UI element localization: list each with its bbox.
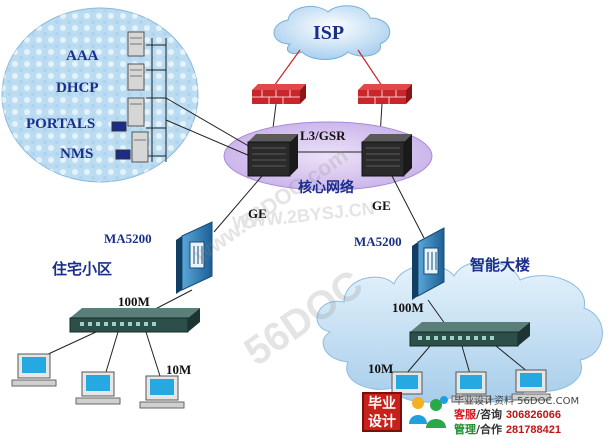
label-nms: NMS [60, 146, 93, 162]
label-ma5200-left: MA5200 [104, 231, 152, 246]
footer-badge: 毕业 设计 毕业设计资料 56DOC.COM 客服/咨询 306826066 管… [362, 392, 606, 436]
server-nms-icon [115, 131, 149, 163]
guanli-number: 281788421 [505, 424, 561, 436]
pc-right-1-icon [391, 371, 423, 395]
label-10m-left: 10M [166, 362, 191, 377]
isp-links [273, 49, 383, 87]
pc-links-left [43, 331, 161, 377]
badge-kefu-row: 客服/咨询 306826066 [454, 406, 561, 422]
label-ge-right: GE [372, 198, 391, 213]
label-100m-right: 100M [392, 300, 424, 315]
server-core-links [165, 97, 253, 157]
badge-logo: 毕业 设计 [362, 392, 402, 432]
label-portals: PORTALS [26, 116, 95, 132]
label-isp: ISP [313, 22, 344, 44]
label-smart-building: 智能大楼 [470, 256, 530, 274]
people-icon [409, 396, 448, 428]
label-residential: 住宅小区 [52, 260, 112, 278]
pc-left-2-icon [75, 371, 121, 405]
badge-text: 毕业设计资料 56DOC.COM 客服/咨询 306826066 管理/合作 2… [454, 392, 606, 436]
label-100m-left: 100M [118, 294, 150, 309]
server-rack-lines [146, 38, 167, 162]
label-dhcp: DHCP [56, 80, 99, 96]
server-aaa-icon [127, 31, 145, 57]
firewall-right-icon [358, 84, 412, 104]
ma5200-right-icon [412, 227, 445, 300]
guanli-suffix: /合作 [476, 423, 503, 436]
guanli-label: 管理 [454, 423, 476, 436]
badge-logo-line2: 设计 [368, 414, 396, 430]
kefu-suffix: /咨询 [476, 408, 503, 421]
server-portals-icon [111, 97, 145, 132]
kefu-label: 客服 [454, 408, 476, 421]
pc-left-3-icon [139, 375, 185, 409]
ge-links [213, 175, 425, 239]
pc-right-2-icon [451, 371, 491, 403]
label-ge-left: GE [248, 206, 267, 221]
server-cloud [1, 7, 199, 183]
core-router-right-icon [361, 134, 412, 177]
badge-site-text: 毕业设计资料 56DOC.COM [454, 396, 580, 407]
label-aaa: AAA [66, 48, 99, 64]
kefu-number: 306826066 [505, 409, 561, 421]
badge-guanli-row: 管理/合作 281788421 [454, 421, 561, 437]
ma5200-left-icon [176, 221, 213, 294]
badge-logo-line1: 毕业 [368, 396, 396, 412]
label-core-network: 核心网络 [298, 179, 354, 196]
core-router-left-icon [247, 134, 298, 177]
pc-links-right [405, 345, 529, 375]
pc-right-3-icon [511, 369, 551, 401]
pc-left-1-icon [11, 353, 57, 387]
access-switch-right-icon [409, 322, 530, 347]
isp-cloud [273, 5, 391, 60]
label-ma5200-right: MA5200 [354, 234, 402, 249]
firewall-left-icon [252, 84, 306, 104]
server-dhcp-icon [127, 63, 145, 91]
label-10m-right: 10M [368, 361, 393, 376]
label-core-router: L3/GSR [300, 128, 346, 143]
access-switch-left-icon [69, 308, 200, 333]
